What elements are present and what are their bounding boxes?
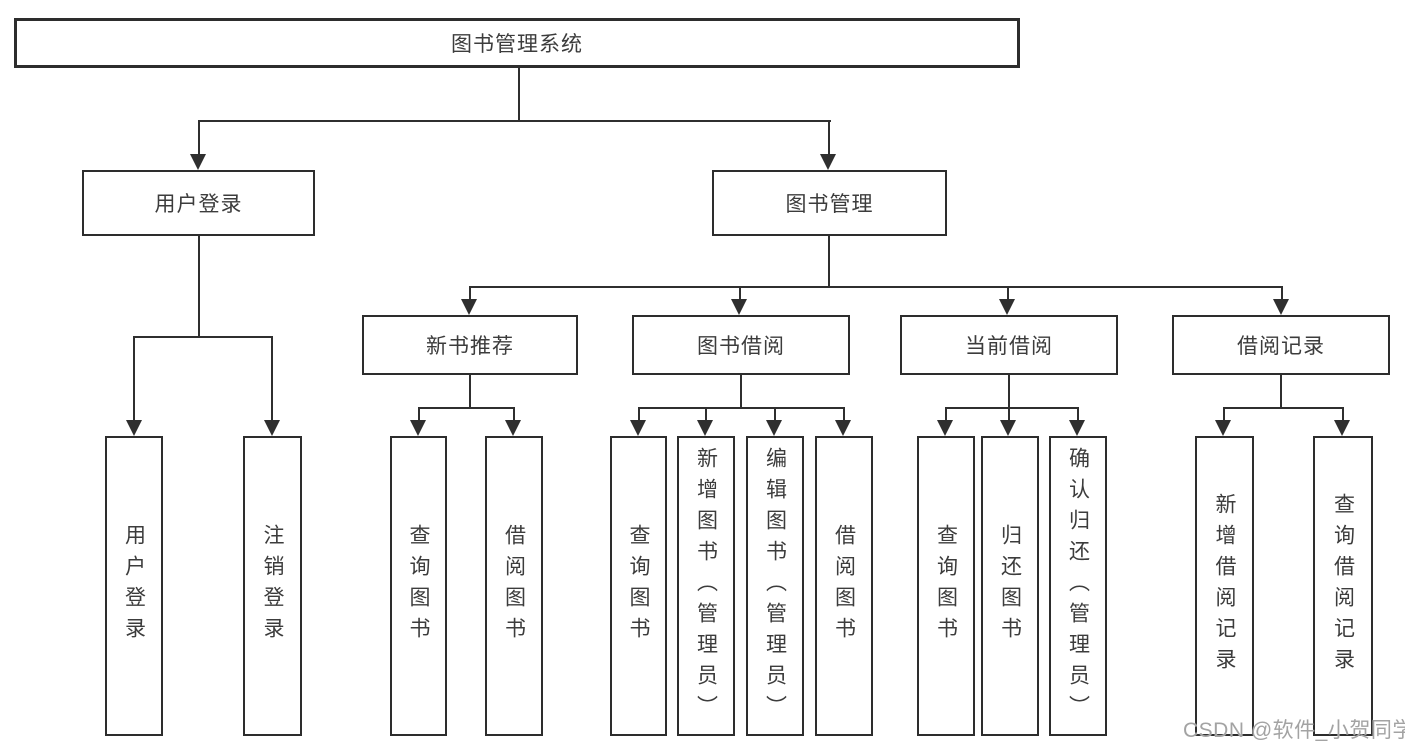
- connector-drop-leaf: [705, 407, 707, 420]
- node-book-mgmt: 图书管理: [712, 170, 947, 236]
- node-book-mgmt-label: 图书管理: [785, 193, 874, 216]
- arrow-down-icon: [937, 420, 953, 436]
- leaf-user-login: 用户登录: [105, 436, 163, 736]
- leaf-confirm-return-admin: 确认归还（管理员）: [1049, 436, 1107, 736]
- leaf-label: 查询图书: [934, 524, 958, 648]
- node-user-login: 用户登录: [82, 170, 315, 236]
- connector-drop-leaf: [1342, 407, 1344, 420]
- node-current-borrow: 当前借阅: [900, 315, 1118, 375]
- arrow-down-icon: [264, 420, 280, 436]
- connector-drop-new-book: [469, 286, 471, 299]
- connector-drop-leaf: [843, 407, 845, 420]
- connector-current-borrow-stem: [1008, 375, 1010, 407]
- arrow-down-icon: [1069, 420, 1085, 436]
- leaf-borrow-books-newbook: 借阅图书: [485, 436, 543, 736]
- connector-drop-borrow-record: [1281, 286, 1283, 299]
- connector-drop-book-borrow: [739, 286, 741, 299]
- connector-new-book-branch: [418, 407, 515, 409]
- leaf-label: 编辑图书（管理员）: [763, 446, 787, 726]
- connector-drop-current-borrow: [1007, 286, 1009, 299]
- leaf-label: 查询图书: [627, 524, 650, 648]
- arrow-down-icon: [731, 299, 747, 315]
- leaf-query-books-newbook: 查询图书: [390, 436, 447, 736]
- leaf-label: 用户登录: [122, 524, 146, 648]
- arrow-down-icon: [505, 420, 521, 436]
- node-root-library-system: 图书管理系统: [14, 18, 1020, 68]
- leaf-query-books-current: 查询图书: [917, 436, 975, 736]
- connector-book-borrow-stem: [740, 375, 742, 407]
- leaf-label: 新增图书（管理员）: [694, 446, 718, 726]
- connector-drop-book-mgmt: [828, 120, 830, 154]
- arrow-down-icon: [835, 420, 851, 436]
- leaf-add-borrow-record: 新增借阅记录: [1195, 436, 1254, 736]
- connector-drop-leaf: [271, 336, 273, 420]
- leaf-query-books-borrow: 查询图书: [610, 436, 667, 736]
- leaf-label: 新增借阅记录: [1213, 493, 1236, 679]
- leaf-logout: 注销登录: [243, 436, 302, 736]
- csdn-watermark: CSDN @软件_小贺同学: [1183, 719, 1405, 742]
- arrow-down-icon: [630, 420, 646, 436]
- arrow-down-icon: [1334, 420, 1350, 436]
- connector-book-borrow-branch: [638, 407, 845, 409]
- connector-drop-leaf: [513, 407, 515, 420]
- arrow-down-icon: [697, 420, 713, 436]
- arrow-down-icon: [999, 299, 1015, 315]
- connector-user-login-branch: [133, 336, 273, 338]
- arrow-down-icon: [820, 154, 836, 170]
- connector-borrow-record-branch: [1223, 407, 1344, 409]
- connector-drop-leaf: [945, 407, 947, 420]
- arrow-down-icon: [1000, 420, 1016, 436]
- leaf-borrow-books: 借阅图书: [815, 436, 873, 736]
- node-book-borrow: 图书借阅: [632, 315, 850, 375]
- connector-drop-leaf: [133, 336, 135, 420]
- connector-drop-leaf: [1223, 407, 1225, 420]
- arrow-down-icon: [461, 299, 477, 315]
- connector-user-login-stem: [198, 236, 200, 336]
- connector-drop-user-login: [198, 120, 200, 154]
- arrow-down-icon: [190, 154, 206, 170]
- connector-current-borrow-branch: [945, 407, 1079, 409]
- node-user-login-label: 用户登录: [154, 193, 243, 216]
- arrow-down-icon: [1215, 420, 1231, 436]
- leaf-add-books-admin: 新增图书（管理员）: [677, 436, 735, 736]
- leaf-label: 确认归还（管理员）: [1066, 446, 1090, 726]
- node-borrow-record: 借阅记录: [1172, 315, 1390, 375]
- node-new-book-label: 新书推荐: [426, 335, 514, 358]
- leaf-return-books: 归还图书: [981, 436, 1039, 736]
- connector-book-mgmt-stem: [828, 236, 830, 286]
- connector-book-mgmt-branch: [469, 286, 1283, 288]
- node-current-borrow-label: 当前借阅: [965, 335, 1053, 358]
- connector-borrow-record-stem: [1280, 375, 1282, 407]
- leaf-label: 注销登录: [261, 524, 284, 648]
- node-new-book: 新书推荐: [362, 315, 578, 375]
- leaf-label: 查询借阅记录: [1331, 493, 1355, 679]
- connector-drop-leaf: [418, 407, 420, 420]
- connector-drop-leaf: [1008, 407, 1010, 420]
- node-borrow-record-label: 借阅记录: [1237, 335, 1325, 358]
- connector-drop-leaf: [638, 407, 640, 420]
- leaf-edit-books-admin: 编辑图书（管理员）: [746, 436, 804, 736]
- node-root-label: 图书管理系统: [451, 33, 583, 56]
- leaf-label: 查询图书: [407, 524, 430, 648]
- leaf-label: 归还图书: [998, 524, 1022, 648]
- connector-root-branch: [198, 120, 831, 122]
- arrow-down-icon: [766, 420, 782, 436]
- connector-drop-leaf: [1077, 407, 1079, 420]
- connector-new-book-stem: [469, 375, 471, 407]
- arrow-down-icon: [1273, 299, 1289, 315]
- connector-drop-leaf: [774, 407, 776, 420]
- leaf-label: 借阅图书: [502, 524, 526, 648]
- arrow-down-icon: [410, 420, 426, 436]
- leaf-label: 借阅图书: [832, 524, 856, 648]
- leaf-query-borrow-record: 查询借阅记录: [1313, 436, 1373, 736]
- node-book-borrow-label: 图书借阅: [697, 335, 785, 358]
- arrow-down-icon: [126, 420, 142, 436]
- connector-root-stem: [518, 68, 520, 120]
